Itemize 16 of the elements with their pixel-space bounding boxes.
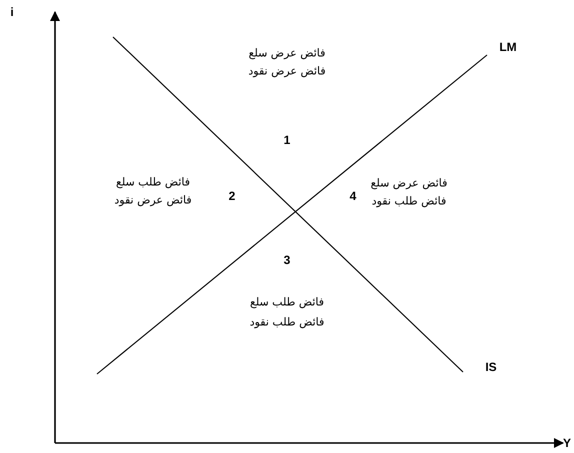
axis-label: i: [10, 5, 14, 19]
region-note: فائض عرض سلع: [370, 176, 448, 190]
region-note: فائض طلب سلع: [250, 296, 324, 308]
region-number: 2: [228, 189, 236, 203]
curve-label: IS: [485, 360, 497, 374]
region-number: 3: [284, 253, 290, 267]
region-number: 1: [284, 133, 290, 147]
axis-label: Y: [563, 436, 571, 450]
region-note: فائض طلب نقود: [250, 316, 324, 328]
region-note: فائض طلب نقود: [372, 194, 446, 208]
region-note: فائض عرض نقود: [114, 194, 192, 206]
region-number: 4: [350, 189, 356, 203]
region-note: فائض طلب سلع: [116, 176, 190, 188]
region-note: فائض عرض نقود: [248, 64, 326, 78]
region-note: فائض عرض سلع: [248, 46, 326, 60]
curve-label: LM: [499, 40, 517, 54]
